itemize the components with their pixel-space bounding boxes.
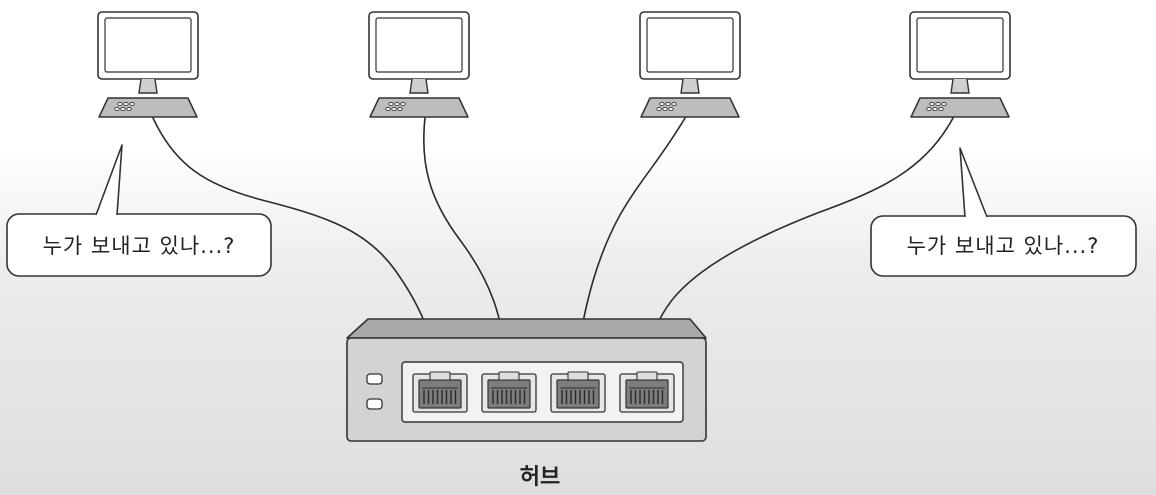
base-vent [126,106,132,112]
monitor-screen [104,17,192,73]
ethernet-port [412,371,468,413]
base-vent [397,106,403,112]
base-vent [932,106,938,112]
base-vent [662,106,668,112]
base-vent [117,101,123,107]
hub-leds [366,373,383,410]
computer-base [910,97,1010,118]
base-vent [120,106,126,112]
monitor-stand [680,78,700,94]
monitor-stand [950,78,970,94]
base-vent [394,101,400,107]
ethernet-port [481,371,537,413]
monitor-screen [646,17,734,73]
base-vent [388,101,394,107]
monitor-screen [375,17,463,73]
computer-4 [909,11,1011,118]
ethernet-port [619,371,675,413]
computer-base [640,97,740,118]
speech-bubble-right: 누가 보내고 있나...? [870,147,1137,277]
computer-base [369,97,469,118]
hub-top-face [346,318,707,339]
base-vent [668,106,674,112]
base-vent [400,101,406,107]
hub-device [346,318,707,442]
computer-base [98,97,198,118]
computer-2 [368,11,470,118]
base-vent [129,101,135,107]
hub-led-indicator [366,373,383,385]
hub-port-panel [401,361,684,423]
speech-bubble-left: 누가 보내고 있나...? [6,144,272,277]
cable-1 [152,117,438,369]
cable-3 [574,117,686,369]
ethernet-port [550,371,606,413]
monitor-stand [409,78,429,94]
monitor-screen [916,17,1004,73]
computer-1 [97,11,199,118]
base-vent [938,106,944,112]
hub-ports [412,371,675,413]
hub-led-indicator [366,398,383,410]
monitor-stand [138,78,158,94]
base-vent [114,106,120,112]
base-vent [926,106,932,112]
base-vent [671,101,677,107]
base-vent [665,101,671,107]
computers [97,11,1011,118]
base-vent [659,101,665,107]
base-vent [656,106,662,112]
base-vent [935,101,941,107]
hub-label: 허브 [520,465,560,490]
base-vent [391,106,397,112]
speech-bubble-right-text: 누가 보내고 있나...? [907,234,1100,258]
base-vent [123,101,129,107]
computer-3 [639,11,741,118]
base-vent [929,101,935,107]
speech-bubble-left-text: 누가 보내고 있나...? [43,234,236,258]
base-vent [385,106,391,112]
base-vent [941,101,947,107]
